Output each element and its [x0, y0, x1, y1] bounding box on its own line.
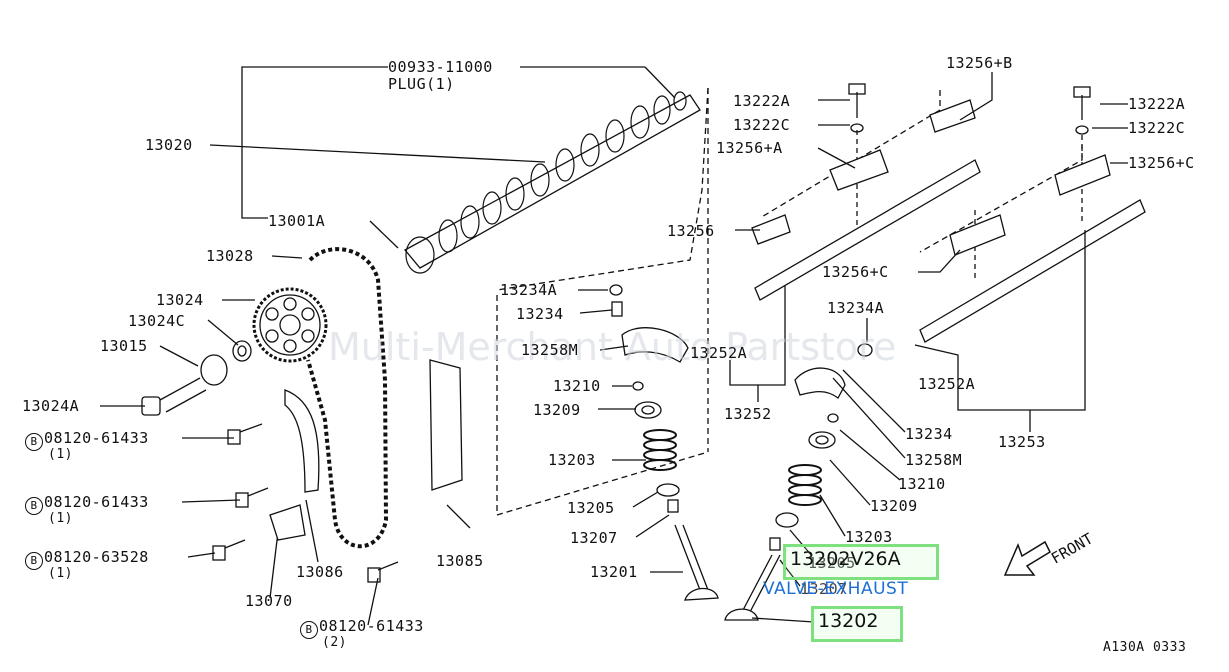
label-13205-right: 13205 — [808, 554, 856, 572]
label-13085: 13085 — [436, 552, 484, 570]
sprocket-drawing — [252, 287, 328, 363]
label-13234-left: 13234 — [516, 305, 564, 323]
label-13201: 13201 — [590, 563, 638, 581]
label-bolt-2-qty: (1) — [48, 511, 73, 526]
label-13234a-left: 13234A — [500, 281, 558, 299]
label-13252: 13252 — [724, 405, 772, 423]
camshaft-drawing — [403, 91, 701, 274]
highlight-box-13202[interactable] — [811, 606, 903, 642]
label-13234a-right: 13234A — [827, 299, 885, 317]
label-13256-c-right: 13256+C — [1128, 154, 1195, 172]
highlight-label-13202v26a[interactable]: 13202V26A — [790, 548, 901, 570]
label-13252a-right: 13252A — [918, 375, 976, 393]
label-13015: 13015 — [100, 337, 148, 355]
label-13024c: 13024C — [128, 312, 186, 330]
label-13020: 13020 — [145, 136, 193, 154]
label-13070: 13070 — [245, 592, 293, 610]
label-bolt-1-qty: (1) — [48, 447, 73, 462]
label-13203-left: 13203 — [548, 451, 596, 469]
label-13258m-right: 13258M — [905, 451, 963, 469]
diagram-code: A130A 0333 — [1103, 640, 1187, 655]
label-13234-right: 13234 — [905, 425, 953, 443]
label-13210-left: 13210 — [553, 377, 601, 395]
label-13205: 13205 — [567, 499, 615, 517]
highlight-box-13202v26a[interactable] — [783, 544, 939, 580]
highlight-label-13202[interactable]: 13202 — [818, 610, 879, 632]
label-bolt-3-qty: (1) — [48, 566, 73, 581]
watermark: Multi-Merchant Auto Partstore — [328, 325, 897, 369]
label-13222c-mid: 13222C — [733, 116, 791, 134]
label-13256-b: 13256+B — [946, 54, 1013, 72]
label-13258m-left: 13258M — [521, 341, 579, 359]
label-13086: 13086 — [296, 563, 344, 581]
label-13207: 13207 — [570, 529, 618, 547]
label-bolt-4-qty: (2) — [322, 635, 347, 650]
label-13222a-mid: 13222A — [733, 92, 791, 110]
label-13252a-left: 13252A — [690, 344, 748, 362]
label-13256-a: 13256+A — [716, 139, 783, 157]
plug-part-number: 00933-11000 — [388, 58, 493, 76]
label-13253: 13253 — [998, 433, 1046, 451]
circle-b-icon: B — [25, 552, 43, 570]
label-13024a: 13024A — [22, 397, 80, 415]
label-13001a: 13001A — [268, 212, 326, 230]
bolt-drawings — [212, 423, 399, 583]
label-13209-left: 13209 — [533, 401, 581, 419]
label-13203-right: 13203 — [845, 528, 893, 546]
label-13256: 13256 — [667, 222, 715, 240]
label-13024: 13024 — [156, 291, 204, 309]
valve-exhaust-label: VALVE-EXHAUST — [763, 579, 909, 599]
label-13207-right: 13207 — [800, 580, 848, 598]
label-13222c-right: 13222C — [1128, 119, 1186, 137]
label-13210-right: 13210 — [898, 475, 946, 493]
label-13256-c-mid: 13256+C — [822, 263, 889, 281]
label-13209-right: 13209 — [870, 497, 918, 515]
circle-b-icon: B — [25, 433, 43, 451]
circle-b-icon: B — [25, 497, 43, 515]
label-13028: 13028 — [206, 247, 254, 265]
plug-name: PLUG(1) — [388, 75, 455, 93]
circle-b-icon: B — [300, 621, 318, 639]
label-13222a-right: 13222A — [1128, 95, 1186, 113]
